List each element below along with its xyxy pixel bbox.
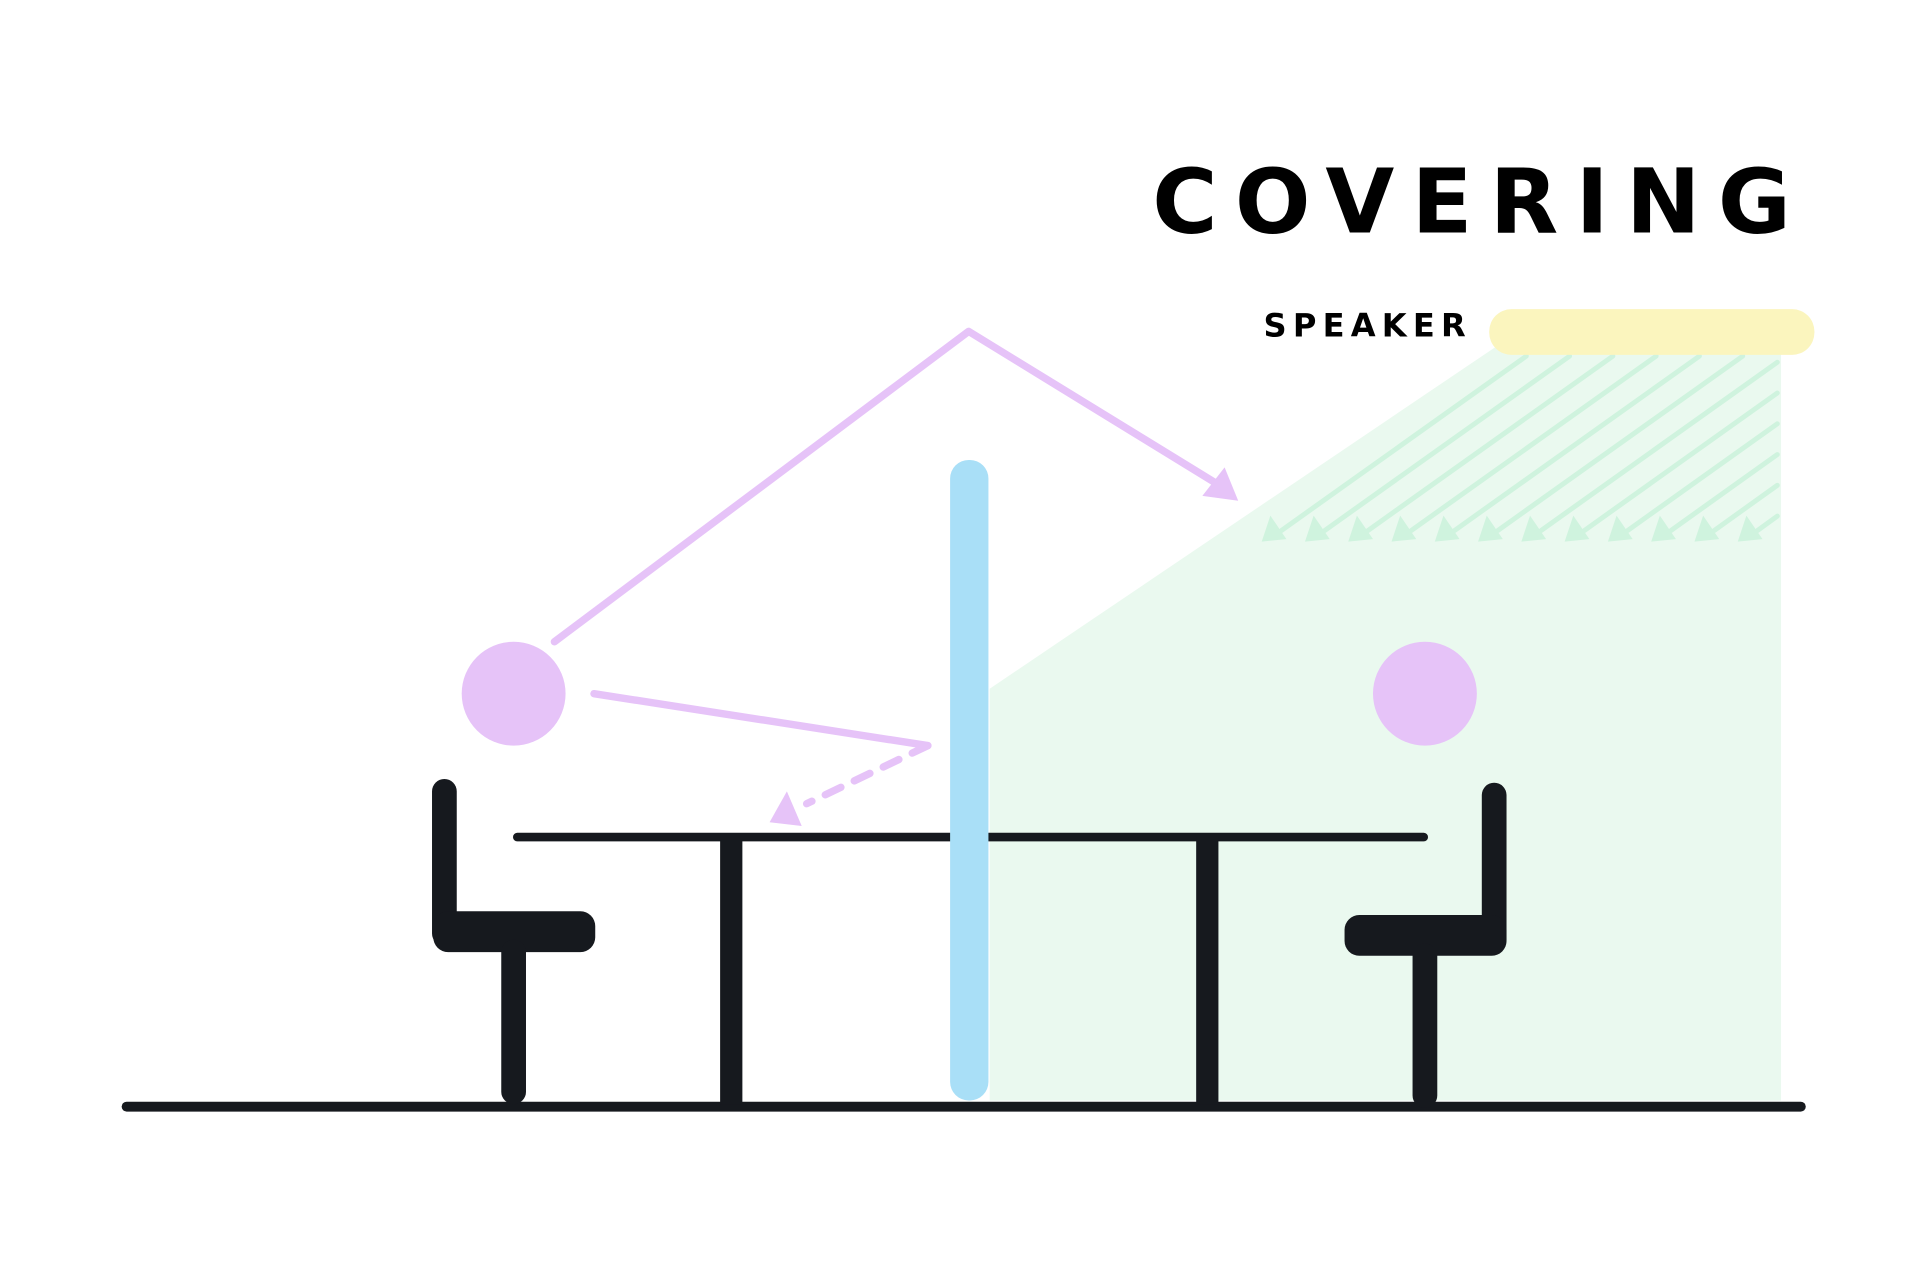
table-leg bbox=[1196, 837, 1219, 1105]
speaker-label: SPEAKER bbox=[1264, 306, 1472, 344]
sound-wave-line bbox=[1452, 353, 1702, 533]
sound-wave-line bbox=[1408, 353, 1659, 533]
sound-arrowhead-icon bbox=[1348, 515, 1373, 542]
sound-arrowhead-icon bbox=[1737, 515, 1763, 542]
person-head-right bbox=[1372, 641, 1477, 746]
sound-arrowhead-icon bbox=[1651, 515, 1676, 542]
sound-wave-line bbox=[1625, 421, 1780, 533]
sound-wave-line bbox=[1581, 390, 1780, 533]
sound-wave-line bbox=[1365, 353, 1616, 533]
sound-arrowhead-icon bbox=[1607, 515, 1633, 542]
sound-arrowhead-icon bbox=[1391, 515, 1417, 542]
sound-arrowhead-icon bbox=[1434, 515, 1460, 542]
table-leg bbox=[720, 837, 743, 1105]
voice-arrowhead-icon bbox=[1202, 467, 1239, 501]
sound-wave-line bbox=[1495, 353, 1746, 533]
sound-arrowhead-icon bbox=[1694, 515, 1720, 542]
sound-arrowhead-icon bbox=[1261, 515, 1287, 542]
sound-wave-line bbox=[1668, 452, 1780, 533]
person-head-left bbox=[461, 641, 566, 746]
voice-reflection-path bbox=[550, 327, 1223, 808]
chair-right bbox=[1344, 782, 1507, 1108]
sound-arrowhead-icon bbox=[1564, 515, 1590, 542]
chair-left bbox=[432, 778, 596, 1105]
sound-wave-line bbox=[1279, 353, 1529, 533]
sound-arrowhead-icon bbox=[1521, 515, 1547, 542]
partition-screen bbox=[950, 459, 989, 1101]
voice-arrowhead-icon bbox=[769, 791, 802, 826]
speaker-bar bbox=[1489, 309, 1815, 355]
sound-wave-line bbox=[1755, 513, 1780, 533]
sound-arrowhead-icon bbox=[1304, 515, 1330, 542]
sound-wave-line bbox=[1538, 359, 1780, 533]
sound-wave-line bbox=[1322, 353, 1573, 533]
diagram-title: COVERING bbox=[1152, 149, 1808, 253]
sound-wave-line bbox=[1711, 482, 1780, 533]
sound-arrows bbox=[1261, 353, 1780, 542]
sound-arrowhead-icon bbox=[1478, 515, 1503, 542]
